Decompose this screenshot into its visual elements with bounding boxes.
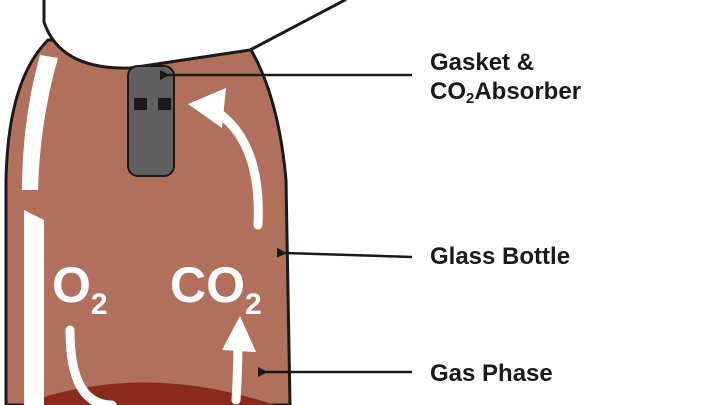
- bottle-cap: [42, 0, 347, 70]
- bottle-highlight: [22, 55, 58, 190]
- co2-main: CO: [170, 257, 245, 313]
- flow-arrow-down-curved-icon: [65, 325, 117, 405]
- gasket-label-line2: CO2Absorber: [430, 77, 581, 106]
- absorber-text: Absorber: [474, 78, 582, 105]
- co-text: CO: [430, 78, 466, 105]
- flow-arrow-up-straight-icon: [222, 316, 256, 405]
- co2-label: CO2: [170, 257, 262, 320]
- o2-label: O2: [52, 257, 108, 320]
- flow-arrow-up-curved-icon: [188, 88, 263, 230]
- gasket-label-line1: Gasket &: [430, 49, 535, 76]
- pointer-arrow-glass-bottle: [276, 247, 413, 259]
- bottle-highlight-lower: [24, 210, 44, 405]
- o2-sub: 2: [90, 288, 108, 321]
- gasket-label: Gasket & CO2Absorber: [430, 48, 581, 106]
- co2-subscript: 2: [466, 90, 475, 107]
- gasket-absorber: [127, 65, 175, 177]
- glass-bottle-label: Glass Bottle: [430, 243, 571, 270]
- o2-main: O: [52, 257, 91, 313]
- gasket-port-left: [134, 98, 147, 110]
- gasket-port-right: [158, 98, 171, 110]
- co2-sub: 2: [245, 288, 262, 321]
- gas-phase-label: Gas Phase: [430, 360, 553, 387]
